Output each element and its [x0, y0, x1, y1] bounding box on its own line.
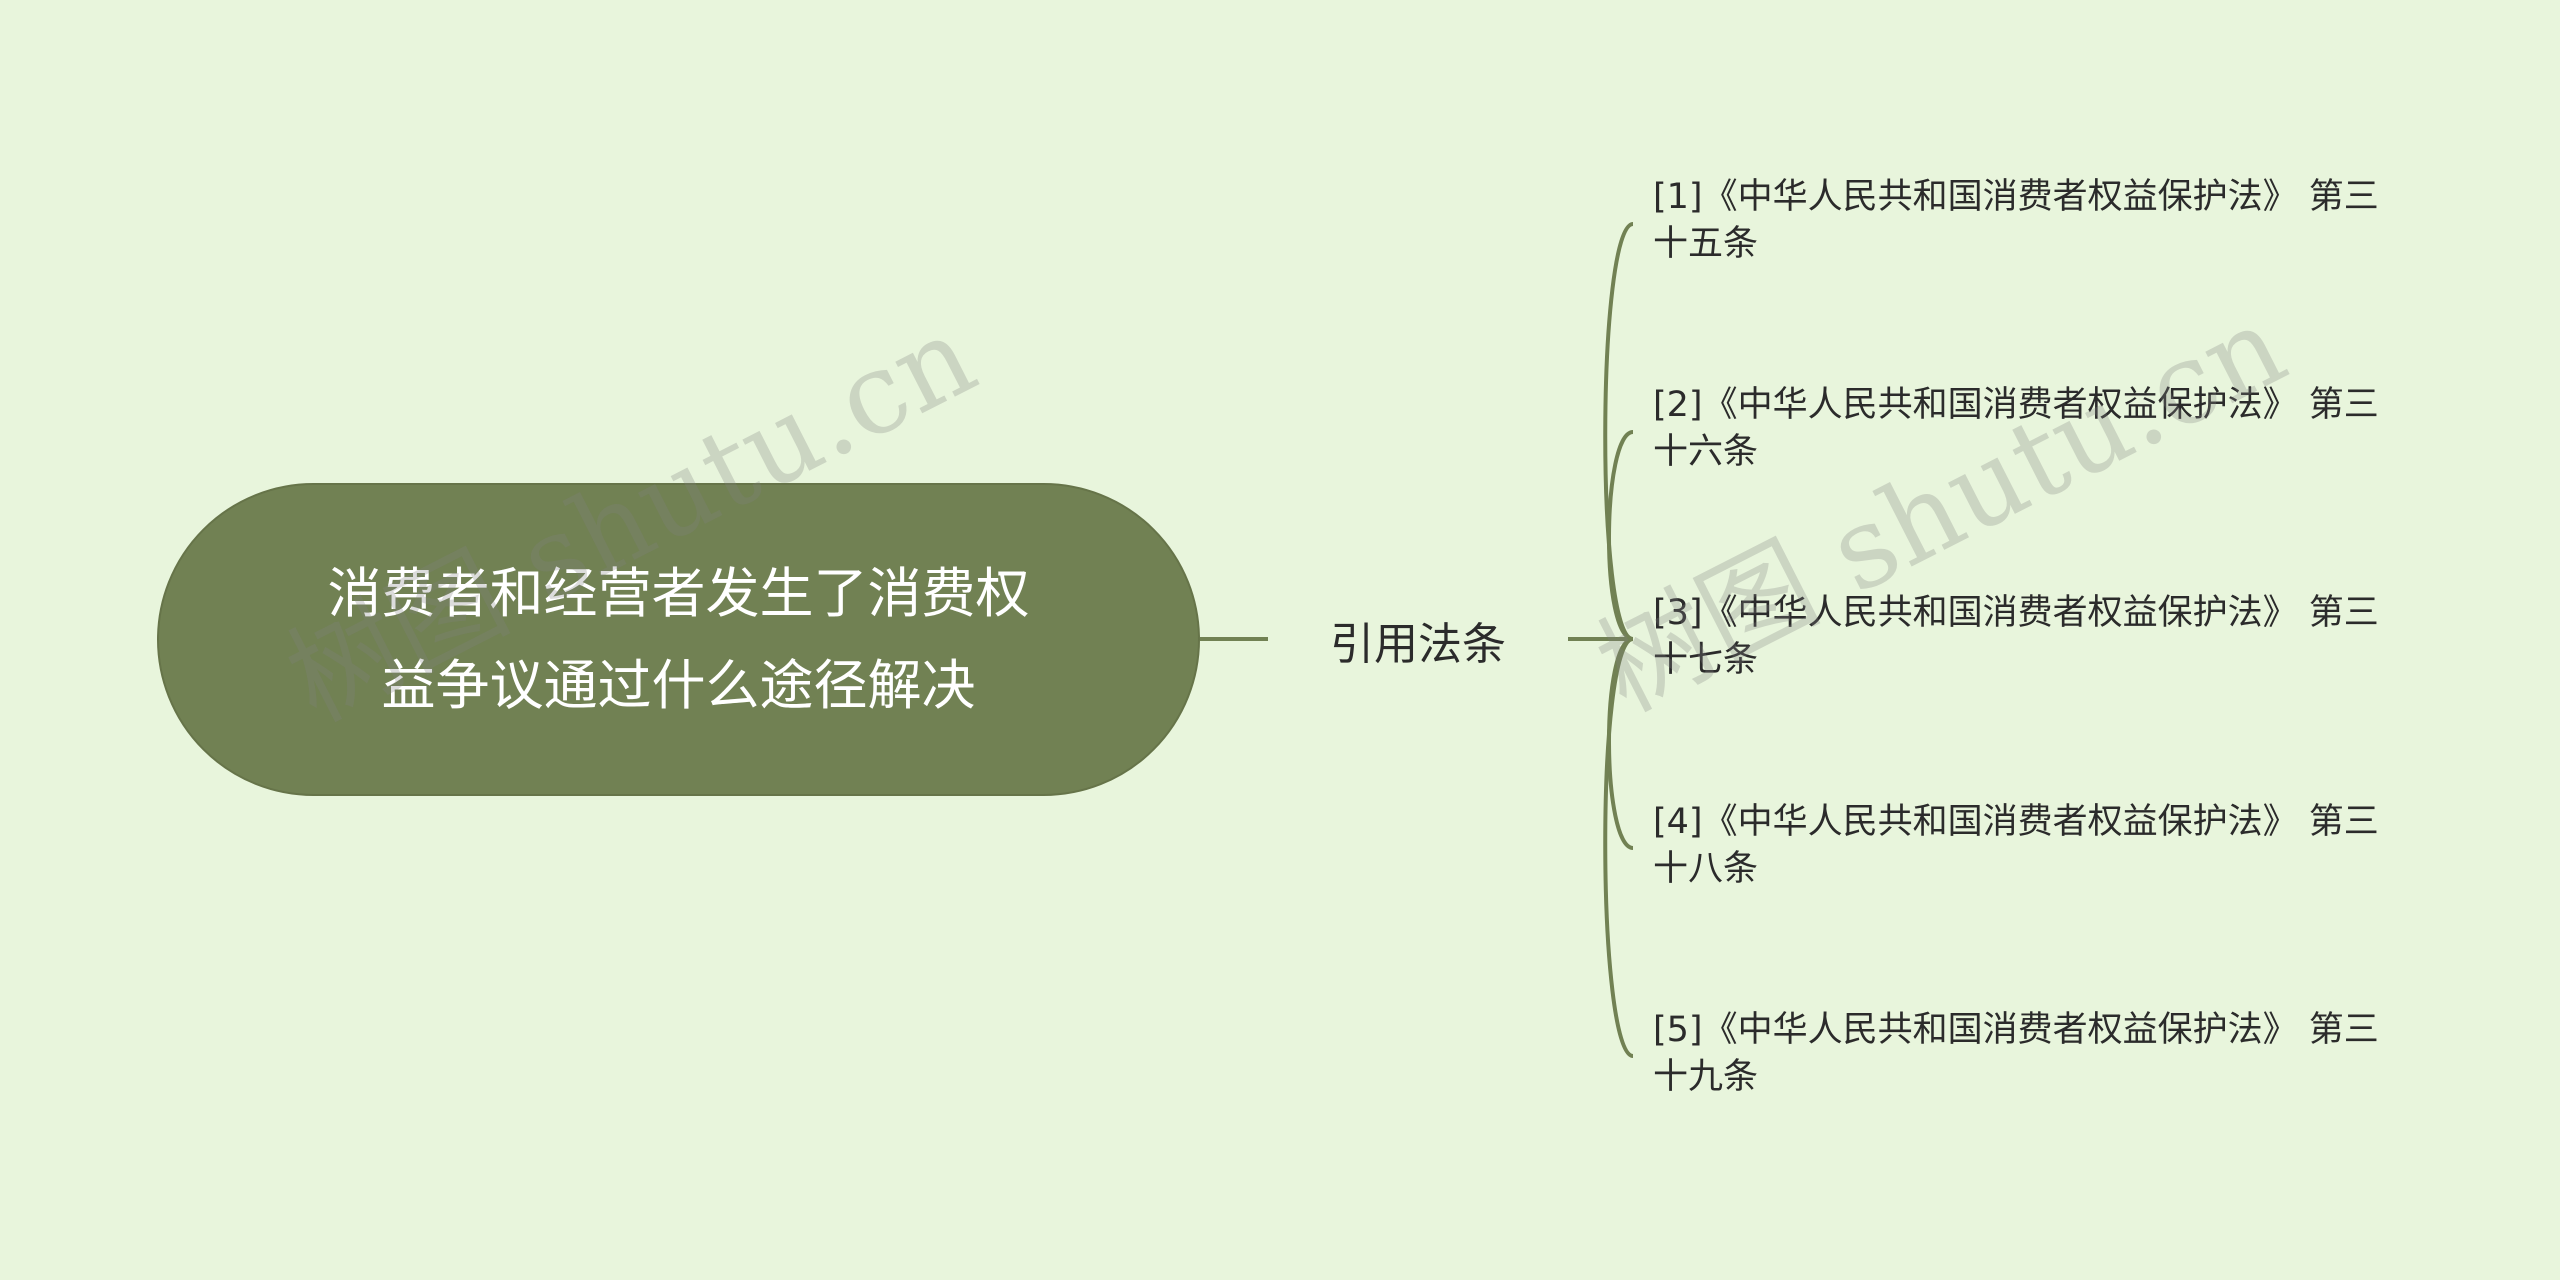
leaf-node-3[interactable]: [3]《中华人民共和国消费者权益保护法》 第三十七条	[1653, 593, 2379, 680]
leaf-node-2[interactable]: [2]《中华人民共和国消费者权益保护法》 第三十六条	[1653, 385, 2379, 472]
leaf-node-4[interactable]: [4]《中华人民共和国消费者权益保护法》 第三十八条	[1653, 802, 2379, 889]
leaf-connector-5	[1603, 637, 1634, 1058]
leaf-connector-2	[1607, 430, 1634, 641]
leaf-connector-1	[1603, 222, 1634, 641]
leaf-node-5[interactable]: [5]《中华人民共和国消费者权益保护法》 第三十九条	[1653, 1010, 2379, 1097]
leaf-node-1[interactable]: [1]《中华人民共和国消费者权益保护法》 第三十五条	[1653, 177, 2379, 264]
branch-node-label[interactable]: 引用法条	[1330, 619, 1506, 670]
root-node[interactable]: 消费者和经营者发生了消费权益争议通过什么途径解决	[157, 483, 1200, 796]
root-node-text: 消费者和经营者发生了消费权益争议通过什么途径解决	[327, 561, 1030, 717]
